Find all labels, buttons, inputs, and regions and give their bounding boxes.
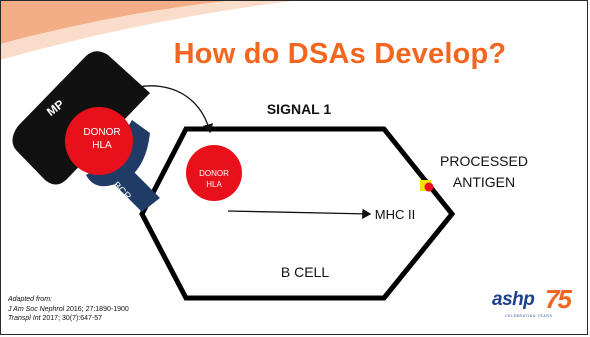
ashp-logo-number: 75 xyxy=(545,284,572,314)
donor-hla-label: DONOR HLA xyxy=(62,126,142,152)
citation: Adapted from: J Am Soc Nephrol 2016; 27:… xyxy=(8,295,129,324)
accent-stripe-light xyxy=(0,0,300,60)
citation-journal-1: J Am Soc Nephrol xyxy=(8,305,65,313)
signal-label: SIGNAL 1 xyxy=(266,101,332,117)
processed-antigen-line1: PROCESSED xyxy=(440,153,528,169)
antigen-dot xyxy=(424,182,434,192)
mhc-label: MHC II xyxy=(374,207,416,222)
donor-hla-label-line1: DONOR xyxy=(83,127,121,138)
internalized-label-line1: DONOR xyxy=(199,169,229,178)
slide-title: How do DSAs Develop? xyxy=(173,38,507,70)
citation-detail-1: 2016; 27:1890-1900 xyxy=(64,305,129,313)
b-cell-label: B CELL xyxy=(280,264,330,280)
citation-ref-2: Transpl Int 2017; 30(7):647-57 xyxy=(8,314,129,324)
citation-journal-2: Transpl Int xyxy=(8,315,41,322)
internalized-donor-hla-label: DONOR HLA xyxy=(186,168,242,190)
donor-hla-label-line2: HLA xyxy=(92,140,112,151)
internalized-label-line2: HLA xyxy=(206,180,222,189)
donor-hla-circle xyxy=(65,107,133,175)
internalized-donor-hla-circle xyxy=(186,145,242,201)
citation-intro: Adapted from: xyxy=(8,296,52,303)
ashp-logo-subtitle: CELEBRATING YEARS xyxy=(505,314,553,318)
curved-arrow-icon xyxy=(105,85,214,134)
processed-antigen-line2: ANTIGEN xyxy=(452,174,516,190)
citation-detail-2: 2017; 30(7):647-57 xyxy=(40,315,103,322)
processed-antigen-label: PROCESSED ANTIGEN xyxy=(438,151,530,193)
bcr-stalk xyxy=(106,162,160,212)
citation-ref-1: J Am Soc Nephrol 2016; 27:1890-1900 xyxy=(8,305,129,315)
ashp-logo-text: ashp xyxy=(492,289,535,310)
accent-stripe xyxy=(0,0,236,44)
right-arrow-icon xyxy=(227,208,372,220)
